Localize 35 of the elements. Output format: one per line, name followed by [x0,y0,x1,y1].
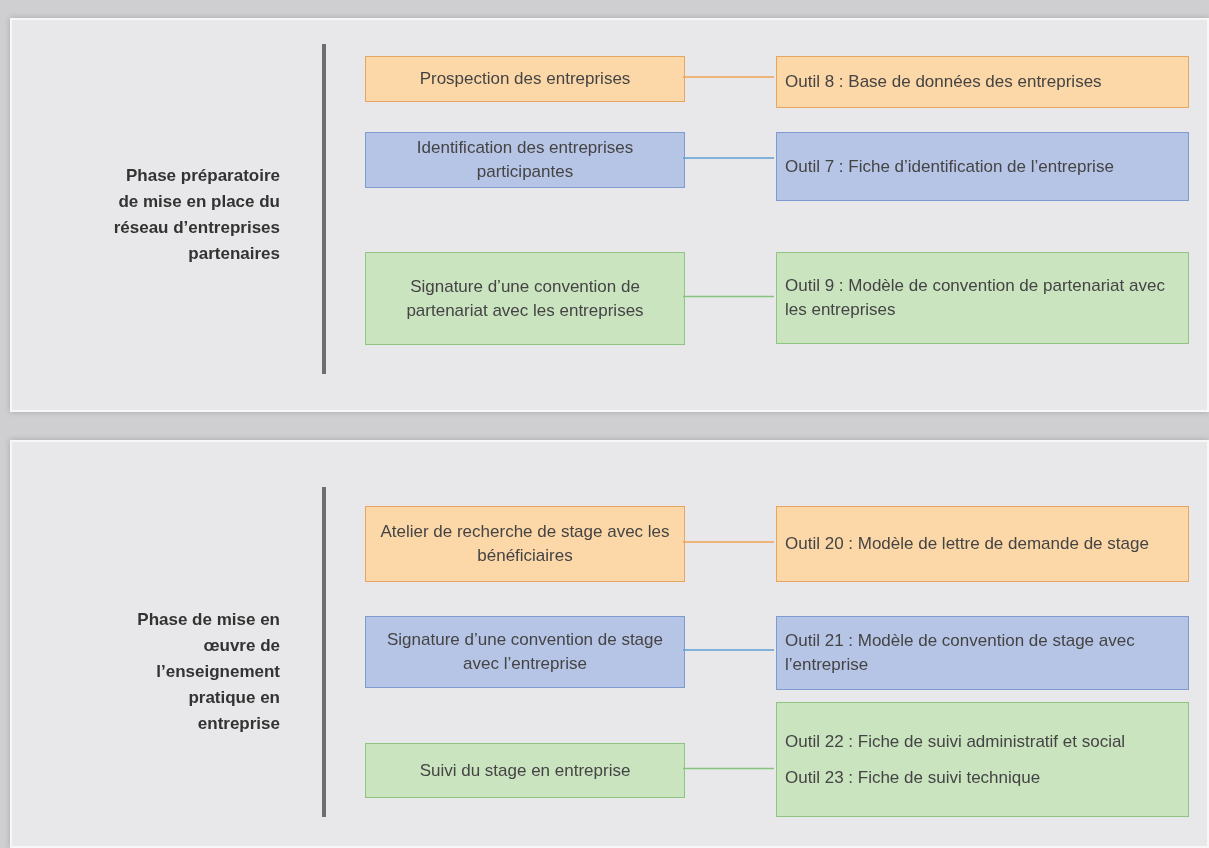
tool-box [776,56,1189,108]
phase-heading: Phase de mise en œuvre de l’enseignement pratique en entreprise [136,612,280,732]
connector-line [682,541,775,543]
tool-box [776,506,1189,582]
connector-line [682,767,775,770]
box-text: Suivi du stage en entreprise [418,759,632,782]
tool-box [776,616,1189,690]
activity-box [365,506,685,582]
tool-box [776,132,1189,201]
connector-line [682,649,775,651]
box-text: Signature d’une convention de stage avec l’entreprise [386,629,664,675]
phase-heading: Phase préparatoire de mise en place du réseau d’entreprises partenaires [112,165,280,265]
box-text: Prospection des entreprises [418,68,632,90]
box-text: Outil 21 : Modèle de convention de stage avec l’entreprise [785,630,1136,676]
connector-line [682,76,775,78]
box-text: Identification des entreprises participantes [415,137,635,183]
box-text: Outil 20 : Modèle de lettre de demande de stage [785,533,1150,555]
connector-line [682,295,775,298]
box-text: Outil 9 : Modèle de convention de partenariat avec les entreprises [785,275,1166,321]
box-text: Signature d’une convention de partenariat avec les entreprises [405,275,645,322]
activity-box [365,132,685,188]
box-text: Outil 7 : Fiche d’identification de l’entreprise [785,155,1115,178]
phase-panel [10,440,1209,848]
box-text: Atelier de recherche de stage avec les bénéficiaires [379,521,671,567]
tool-box [776,702,1189,817]
box-text: Outil 8 : Base de données des entreprises [785,71,1103,93]
box-text: Outil 22 : Fiche de suivi administratif et social [785,730,1127,753]
activity-box [365,56,685,102]
activity-box [365,743,685,798]
tool-box [776,252,1189,344]
box-text: Outil 23 : Fiche de suivi technique [785,766,1042,789]
activity-box [365,616,685,688]
phase-panel [10,18,1209,412]
activity-box [365,252,685,345]
connector-line [682,157,775,159]
